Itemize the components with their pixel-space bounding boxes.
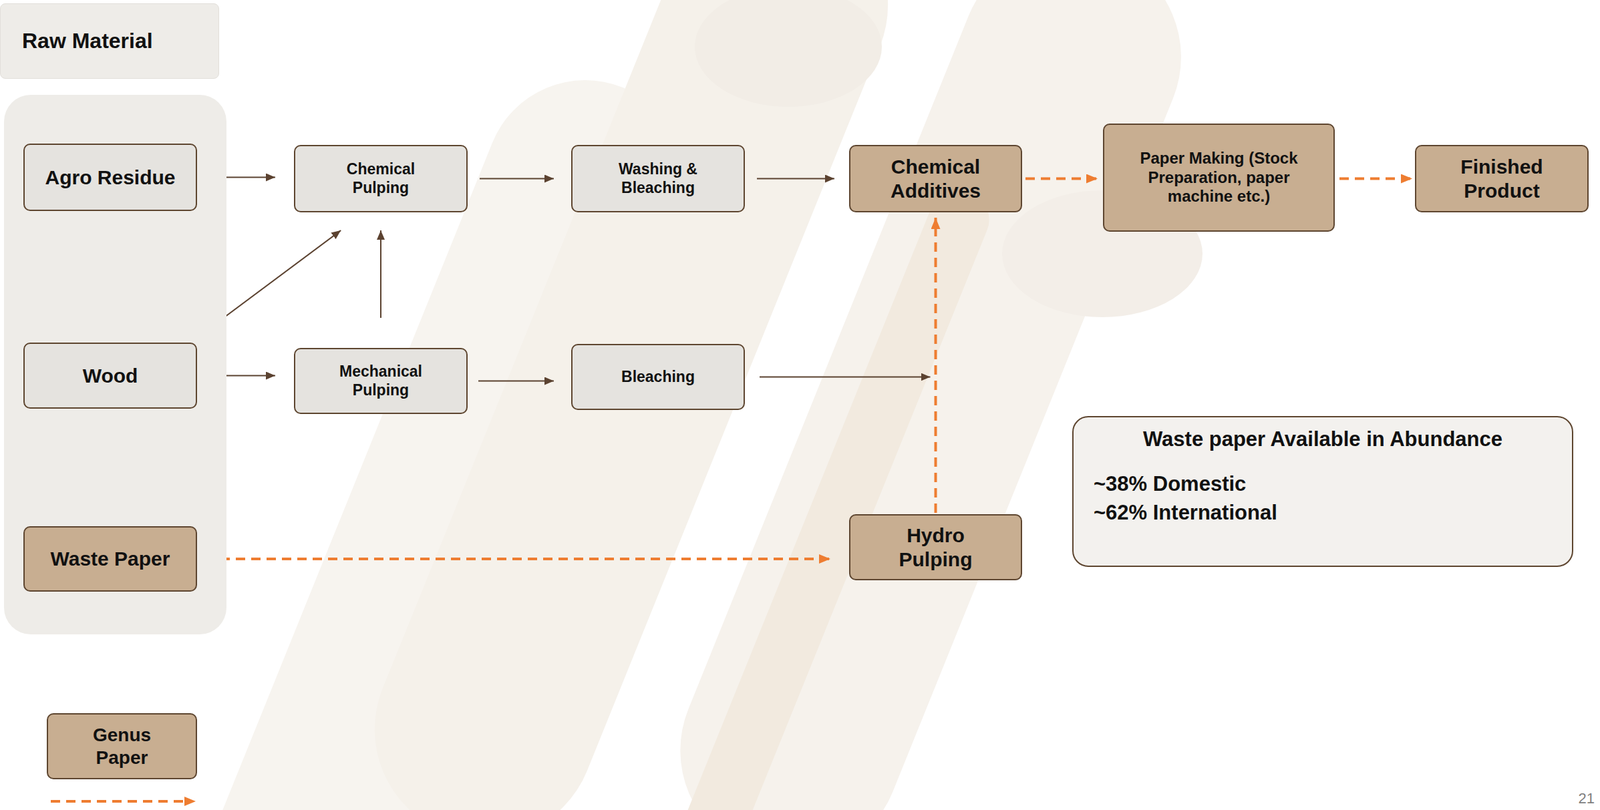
genus-flow-arrow [1339, 177, 1413, 181]
legend-arrowhead [184, 796, 196, 807]
box-label: Washing & Bleaching [601, 160, 715, 198]
box-label: Paper Making (Stock Preparation, paper m… [1118, 148, 1320, 207]
genus-flow-arrow [934, 217, 938, 514]
box-label: Waste Paper [50, 547, 171, 572]
raw-material-group: Raw MaterialAgro ResidueWoodWaste Paper [0, 3, 227, 635]
flow-arrow [478, 380, 554, 383]
box-label: Hydro Pulping [875, 523, 997, 572]
paper-roll-backdrop [179, 0, 1215, 810]
callout-line: ~62% International [1093, 500, 1552, 526]
group-heading: Raw Material [22, 28, 153, 54]
callout-line: ~38% Domestic [1093, 471, 1552, 497]
callout-heading: Waste paper Available in Abundance [1093, 426, 1552, 452]
process-box: Finished Product [1414, 144, 1589, 213]
flow-arrow [759, 376, 931, 379]
process-box: Hydro Pulping [849, 514, 1023, 581]
legend-arrow [50, 796, 196, 807]
legend-dashed-line [50, 800, 185, 804]
flow-arrow [756, 178, 835, 180]
flow-arrow [380, 230, 382, 318]
heading-box: Raw Material [0, 3, 220, 79]
process-box: Mechanical Pulping [293, 348, 468, 415]
genus-flow-arrow [1025, 177, 1098, 181]
process-box: Bleaching [571, 344, 745, 411]
box-label: Chemical Additives [862, 154, 1010, 204]
process-box: Chemical Pulping [293, 144, 468, 213]
paper-roll [666, 182, 998, 810]
process-box: Waste Paper [23, 526, 198, 592]
process-box: Wood [23, 342, 198, 409]
box-label: Wood [82, 364, 139, 389]
callout-box: Waste paper Available in Abundance ~38% D… [1072, 416, 1574, 568]
box-label: Chemical Pulping [324, 160, 438, 198]
process-box: Chemical Additives [849, 144, 1023, 213]
genus-flow-arrow [220, 557, 831, 561]
legend-label: Genus Paper [75, 724, 170, 769]
process-box: Agro Residue [23, 143, 198, 212]
box-label: Bleaching [621, 368, 695, 387]
box-label: Mechanical Pulping [324, 362, 438, 400]
flow-arrow [479, 178, 554, 180]
page-number: 21 [1578, 790, 1595, 808]
legend-swatch: Genus Paper [46, 713, 198, 780]
roll-end [694, 0, 882, 107]
process-box: Washing & Bleaching [571, 144, 745, 213]
process-box: Paper Making (Stock Preparation, paper m… [1102, 123, 1335, 232]
box-label: Agro Residue [44, 165, 176, 190]
box-label: Finished Product [1428, 154, 1576, 204]
